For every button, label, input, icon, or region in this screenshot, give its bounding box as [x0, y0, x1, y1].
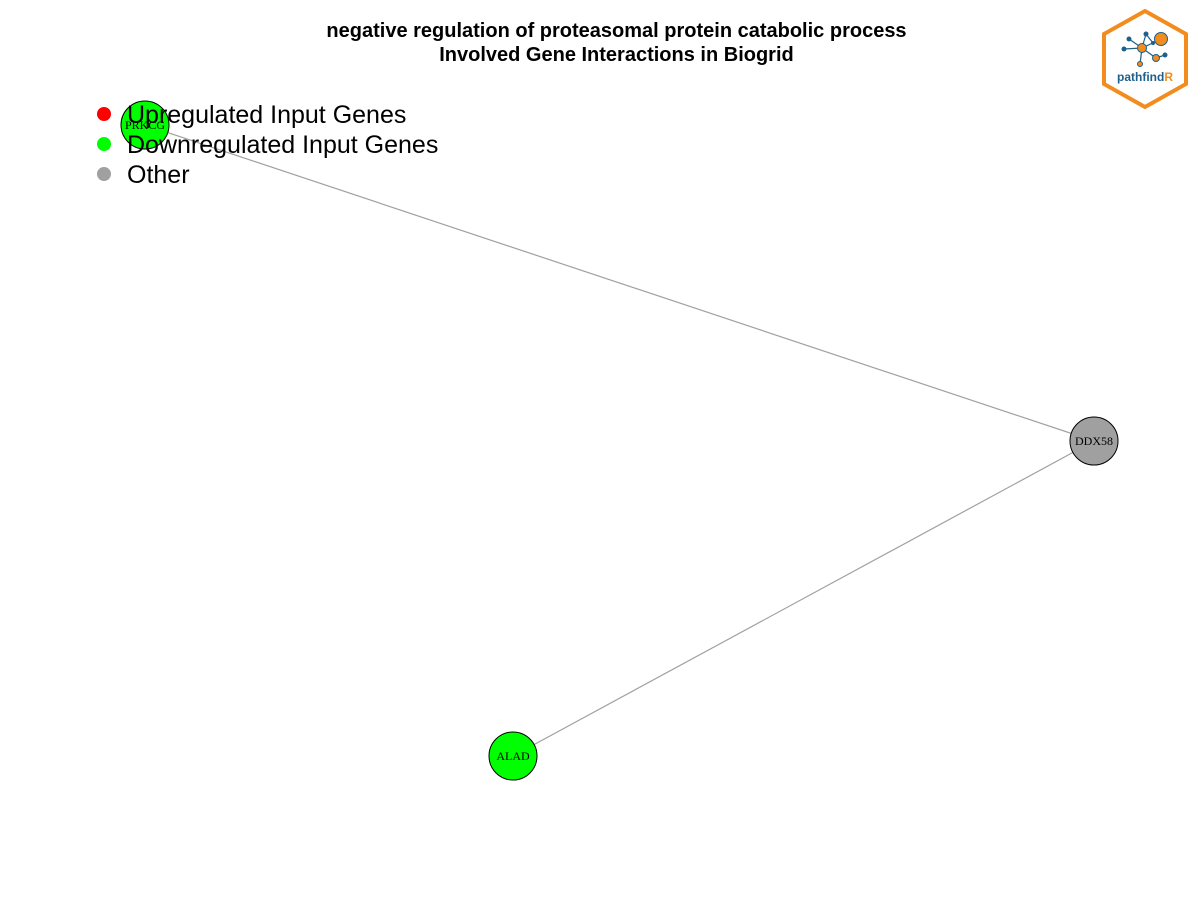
- logo-hexagon-icon: [1102, 8, 1188, 110]
- title-line-1: negative regulation of proteasomal prote…: [326, 20, 907, 42]
- downregulated-dot-icon: [97, 137, 111, 151]
- edge-ddx58-alad: [512, 440, 1095, 757]
- legend-label-downregulated: Downregulated Input Genes: [127, 131, 439, 159]
- node-circle: [120, 100, 170, 150]
- node-circle: [488, 731, 538, 781]
- legend-label-upregulated: Upregulated Input Genes: [127, 101, 407, 129]
- node-label: DDX58: [1075, 434, 1113, 448]
- node-ddx58: DDX58: [1069, 416, 1119, 466]
- node-label: ALAD: [496, 749, 530, 763]
- other-dot-icon: [97, 167, 111, 181]
- node-label: PRKCG: [125, 118, 165, 132]
- pathfindr-logo: pathfindR: [1102, 8, 1188, 110]
- diagram-title: negative regulation of proteasomal prote…: [0, 19, 1200, 67]
- node-circle: [1069, 416, 1119, 466]
- upregulated-dot-icon: [97, 107, 111, 121]
- node-alad: ALAD: [488, 731, 538, 781]
- legend-label-other: Other: [127, 161, 190, 189]
- node-prkcg: PRKCG: [120, 100, 170, 150]
- logo-nodes: [1121, 31, 1168, 67]
- edge-prkcg-ddx58: [144, 124, 1095, 442]
- edges-layer: [144, 124, 1095, 757]
- logo-text: pathfindR: [1117, 70, 1173, 84]
- title-line-2: Involved Gene Interactions in Biogrid: [439, 44, 794, 66]
